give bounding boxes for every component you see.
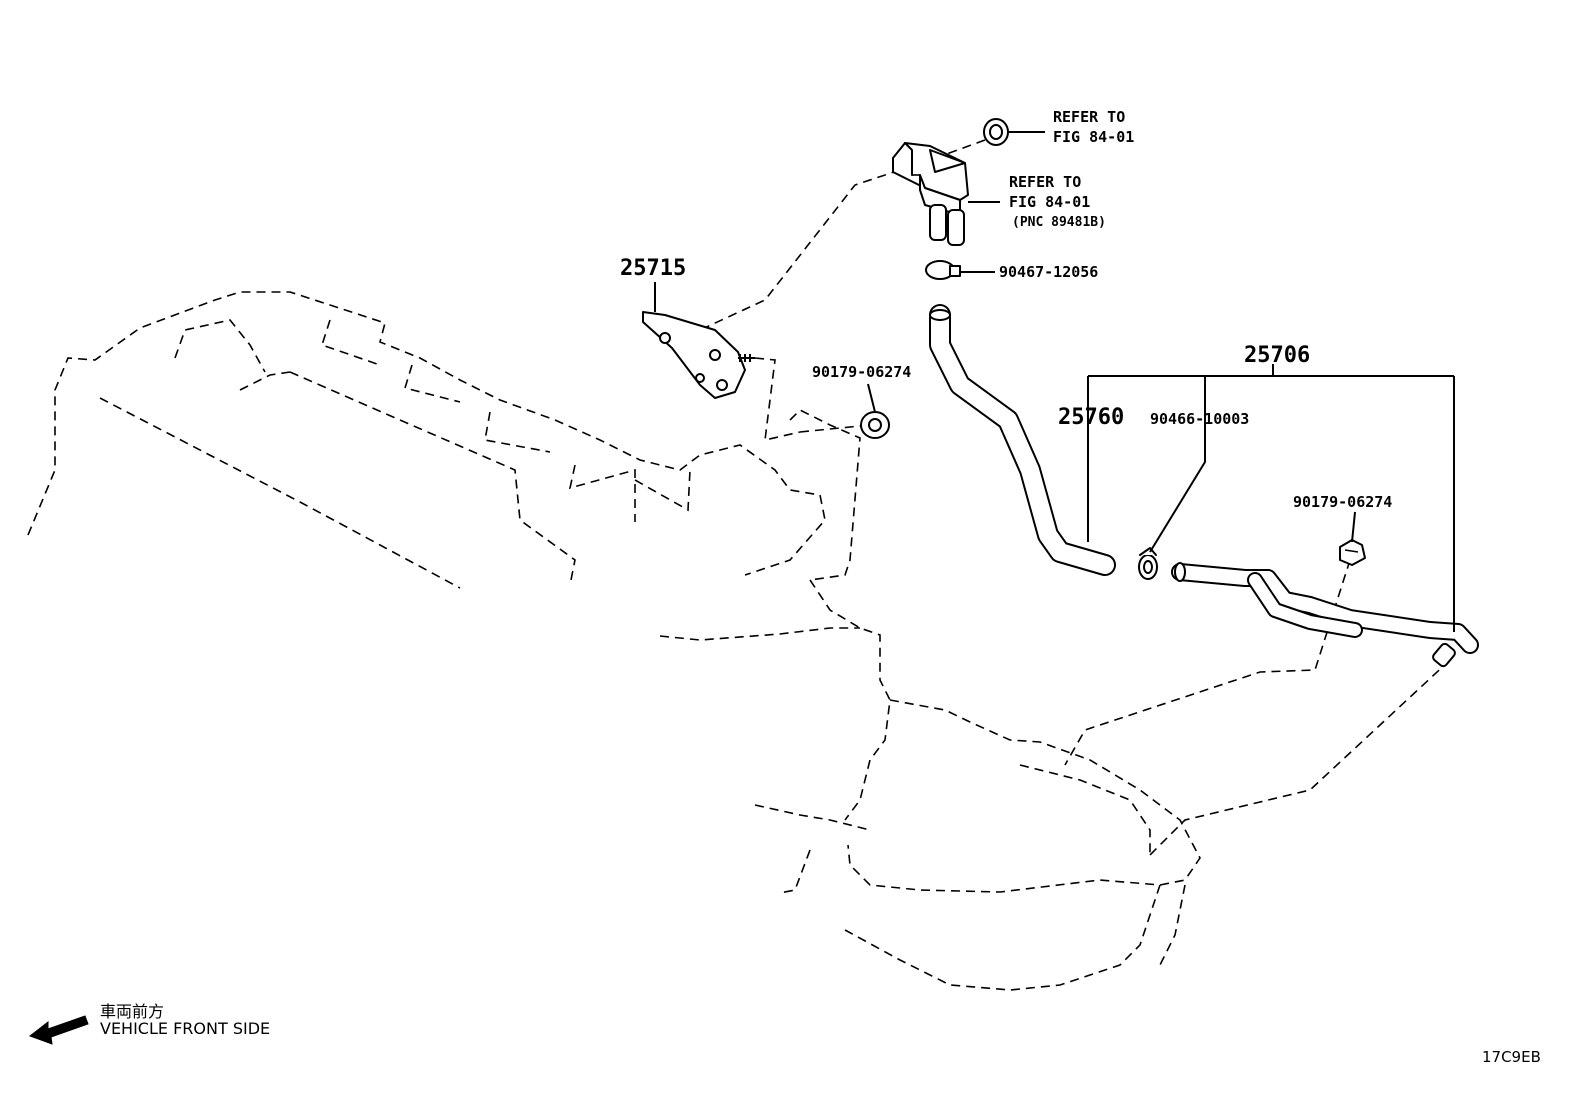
pressure-sensor [892, 142, 969, 246]
engine-outline [27, 291, 1201, 991]
part-number-grommet-right: 90179-06274 [1293, 493, 1393, 511]
clamp-icon [925, 260, 995, 280]
assembly-guide-lines [699, 139, 1451, 856]
vacuum-pipe [1171, 562, 1479, 668]
part-number-hose: 25760 [1058, 405, 1125, 430]
callout-leaders [654, 201, 1455, 632]
front-label-jp: 車両前方 [100, 1002, 165, 1021]
grommet-left-icon [860, 411, 890, 439]
illustration-id: 17C9EB [1482, 1048, 1541, 1066]
ref-mid-line1: REFER TO [1009, 173, 1082, 191]
part-number-hose-assembly: 25706 [1244, 343, 1311, 368]
grommet-top-icon [983, 118, 1045, 146]
front-label-en: VEHICLE FRONT SIDE [100, 1019, 271, 1038]
part-number-clamp: 90467-12056 [999, 263, 1099, 281]
grommet-right-icon [1339, 539, 1366, 566]
ref-top-line2: FIG 84-01 [1053, 128, 1135, 146]
part-number-grommet-left: 90179-06274 [812, 363, 912, 381]
front-arrow-icon [28, 1015, 89, 1045]
part-number-bracket: 25715 [620, 256, 687, 281]
vacuum-hose [929, 304, 1116, 576]
bracket [642, 311, 755, 399]
clip-icon [1138, 547, 1158, 580]
ref-mid-line2: FIG 84-01 [1009, 193, 1091, 211]
ref-mid-pnc: (PNC 89481B) [1012, 215, 1106, 230]
part-number-clip: 90466-10003 [1150, 410, 1250, 428]
ref-top-line1: REFER TO [1053, 108, 1126, 126]
